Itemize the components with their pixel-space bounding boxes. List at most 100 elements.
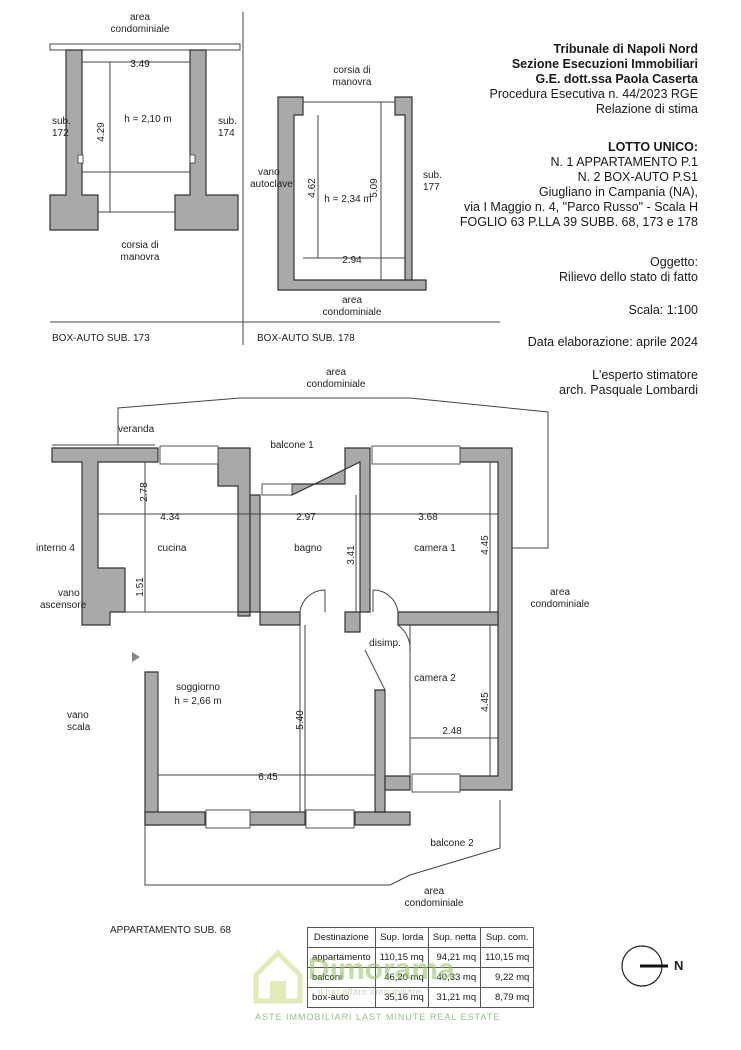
table-header: Sup. netta xyxy=(427,927,482,948)
object-block: Oggetto: Rilievo dello stato di fatto xyxy=(559,255,698,285)
report-header: Tribunale di Napoli Nord Sezione Esecuzi… xyxy=(490,42,698,117)
table-header: Destinazione xyxy=(307,927,376,948)
box178-width: 2.94 xyxy=(342,255,362,266)
court-section: Sezione Esecuzioni Immobiliari xyxy=(511,57,698,71)
lot-block: LOTTO UNICO: N. 1 APPARTAMENTO P.1 N. 2 … xyxy=(460,140,698,230)
dim-3-41: 3.41 xyxy=(346,545,357,565)
box178-height: h = 2,34 m xyxy=(324,194,372,205)
table-cell: box-auto xyxy=(307,987,376,1008)
dim-1-51: 1.51 xyxy=(135,577,146,597)
apt-interno: interno 4 xyxy=(36,543,75,554)
apt-caption: APPARTAMENTO SUB. 68 xyxy=(110,925,231,936)
expert-title: L'esperto stimatore xyxy=(592,368,698,382)
court-name: Tribunale di Napoli Nord xyxy=(553,42,698,56)
apt-cucina: cucina xyxy=(158,543,187,554)
box178-bottom-2: condominiale xyxy=(323,307,382,318)
table-row: appartamento 110,15 mq 94,21 mq 110,15 m… xyxy=(307,947,535,968)
table-cell: 8,79 mq xyxy=(480,987,535,1008)
dim-2-78: 2.78 xyxy=(139,482,150,502)
procedure-number: Procedura Esecutiva n. 44/2023 RGE xyxy=(489,87,698,101)
apt-bagno: bagno xyxy=(294,543,322,554)
table-header: Sup. lorda xyxy=(374,927,429,948)
box178-right-1: sub. xyxy=(423,170,442,181)
dim-4-45-b: 4.45 xyxy=(480,692,491,712)
apt-vano-asc-2: ascensore xyxy=(40,600,87,611)
table-cell: 94,21 mq xyxy=(427,947,482,968)
lot-line-1: N. 1 APPARTAMENTO P.1 xyxy=(550,155,698,169)
lot-line-3: Giugliano in Campania (NA), xyxy=(538,185,698,199)
dim-2-97: 2.97 xyxy=(296,512,316,523)
report-type: Relazione di stima xyxy=(595,102,698,116)
watermark-footer: ASTE IMMOBILIARI LAST MINUTE REAL ESTATE xyxy=(255,1012,501,1022)
box178-right-2: 177 xyxy=(423,182,440,193)
apt-soggiorno-height: h = 2,66 m xyxy=(174,696,222,707)
object-title: Oggetto: xyxy=(650,255,698,269)
dim-4-45-a: 4.45 xyxy=(480,535,491,555)
judge-name: G.E. dott.ssa Paola Caserta xyxy=(535,72,698,86)
box173-width: 3.49 xyxy=(130,59,150,70)
box173-caption: BOX-AUTO SUB. 173 xyxy=(52,333,150,344)
apt-area-right-1: area xyxy=(550,587,570,598)
apt-bottom-2: condominiale xyxy=(405,898,464,909)
box173-right-2: 174 xyxy=(218,128,235,139)
box178-depth-left: 4.62 xyxy=(307,178,318,198)
apt-vano-sc-2: scala xyxy=(67,722,91,733)
table-cell: 110,15 mq xyxy=(374,947,429,968)
table-cell: 35,16 mq xyxy=(374,987,429,1008)
box173-bottom-1: corsia di xyxy=(121,240,158,251)
dim-3-68: 3.68 xyxy=(418,512,438,523)
apt-veranda: veranda xyxy=(118,424,155,435)
apt-balcone-2: balcone 2 xyxy=(430,838,474,849)
apartment-plan: area condominiale veranda balcone 1 inte… xyxy=(36,367,590,936)
dim-6-45: 6.45 xyxy=(258,772,278,783)
surface-table: Destinazione Sup. lorda Sup. netta Sup. … xyxy=(307,927,535,1008)
box173-left-1: sub. xyxy=(52,116,71,127)
lot-line-5: FOGLIO 63 P.LLA 39 SUBB. 68, 173 e 178 xyxy=(459,215,698,229)
dim-4-34: 4.34 xyxy=(160,512,180,523)
table-cell: 46,20 mq xyxy=(374,967,429,988)
table-cell: 40,33 mq xyxy=(427,967,482,988)
apt-bottom-1: area xyxy=(424,886,444,897)
box173-height: h = 2,10 m xyxy=(124,114,172,125)
expert-block: L'esperto stimatore arch. Pasquale Lomba… xyxy=(559,368,698,398)
box-178-plan: corsia di manovra 4.62 5.09 h = 2,34 m 2… xyxy=(250,65,442,344)
apt-disimp: disimp. xyxy=(369,638,401,649)
apt-balcone-1: balcone 1 xyxy=(270,440,314,451)
apt-area-right-2: condominiale xyxy=(531,599,590,610)
box178-bottom-1: area xyxy=(342,295,362,306)
expert-name: arch. Pasquale Lombardi xyxy=(559,383,698,397)
apt-soggiorno: soggiorno xyxy=(176,682,220,693)
box178-left-2: autoclave xyxy=(250,179,293,190)
dim-5-40: 5.40 xyxy=(295,710,306,730)
box173-right-1: sub. xyxy=(218,116,237,127)
box178-left-1: vano xyxy=(258,167,280,178)
apt-top-1: area xyxy=(326,367,346,378)
table-cell: 9,22 mq xyxy=(480,967,535,988)
lot-line-4: via I Maggio n. 4, "Parco Russo" - Scala… xyxy=(464,200,698,214)
box178-top-1: corsia di xyxy=(333,65,370,76)
lot-line-2: N. 2 BOX-AUTO P.S1 xyxy=(577,170,698,184)
box173-top-label-2: condominiale xyxy=(111,24,170,35)
lot-title: LOTTO UNICO: xyxy=(607,140,698,154)
box173-depth: 4.29 xyxy=(96,122,107,142)
table-cell: 31,21 mq xyxy=(427,987,482,1008)
box-173-plan: area condominiale 3.49 4.29 h = 2,10 m s… xyxy=(49,12,241,344)
box178-caption: BOX-AUTO SUB. 178 xyxy=(257,333,355,344)
box178-top-2: manovra xyxy=(333,77,372,88)
dim-2-48: 2.48 xyxy=(442,726,462,737)
north-label: N xyxy=(674,958,683,973)
box173-top-label-1: area xyxy=(130,12,150,23)
apt-top-2: condominiale xyxy=(307,379,366,390)
box173-left-2: 172 xyxy=(52,128,69,139)
apt-camera-1: camera 1 xyxy=(414,543,456,554)
apt-camera-2: camera 2 xyxy=(414,673,456,684)
table-header-row: Destinazione Sup. lorda Sup. netta Sup. … xyxy=(307,927,535,948)
box178-depth-right: 5.09 xyxy=(369,178,380,198)
north-arrow-icon: N xyxy=(621,945,683,987)
apt-vano-asc-1: vano xyxy=(58,588,80,599)
table-header: Sup. com. xyxy=(480,927,535,948)
table-cell: appartamento xyxy=(307,947,376,968)
box173-bottom-2: manovra xyxy=(121,252,160,263)
table-row: balconi 46,20 mq 40,33 mq 9,22 mq xyxy=(307,967,535,988)
